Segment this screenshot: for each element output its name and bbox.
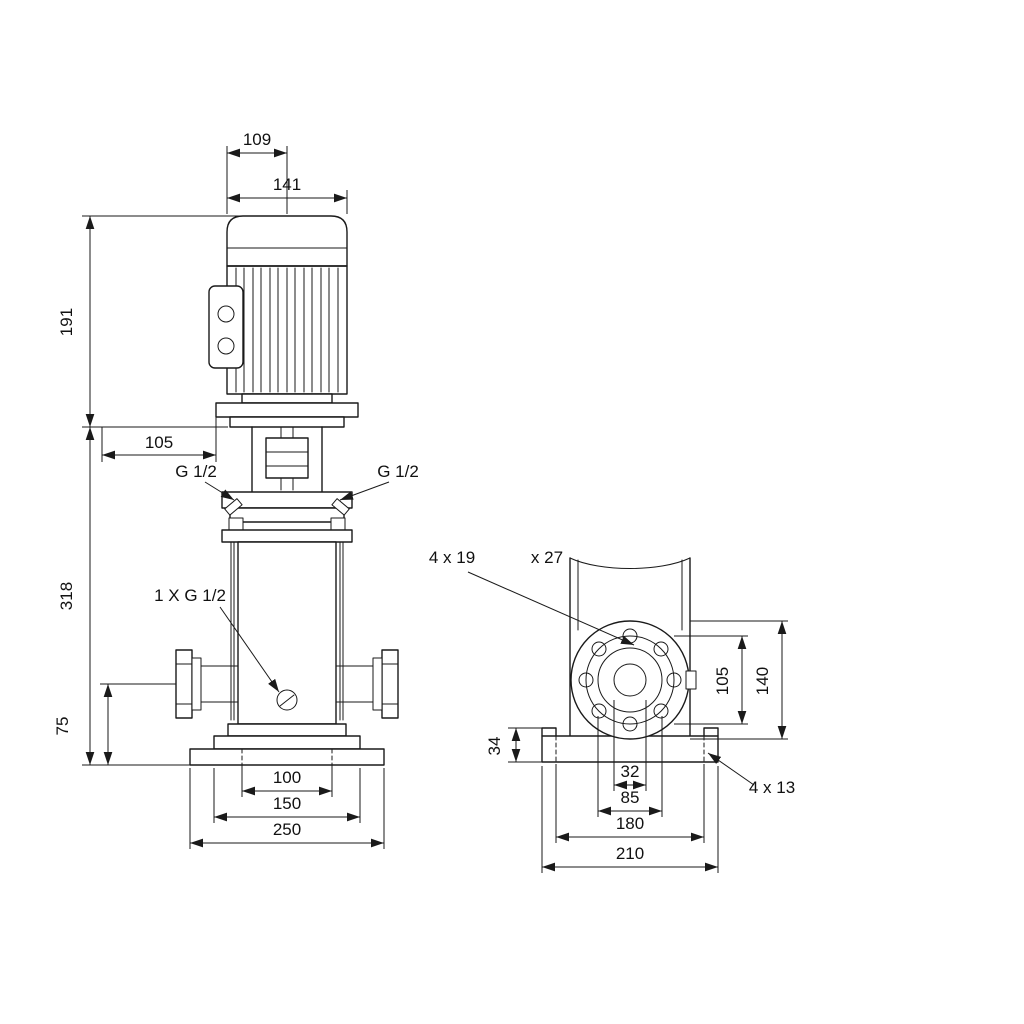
base-side: [541, 727, 719, 763]
leader-plug-left: [204, 481, 235, 501]
leader-base-holes: [707, 752, 755, 786]
base-hole-hidden-lines: [241, 748, 333, 766]
dim-motor-height: 191: [57, 308, 76, 336]
front-view: [175, 215, 399, 766]
dim-motor-width: 141: [273, 175, 301, 194]
drain-plug: [276, 689, 298, 711]
label-drain-plug: 1 X G 1/2: [154, 586, 226, 605]
dim-base-inner-holes: 100: [273, 768, 301, 787]
dim-base-depth: 210: [616, 844, 644, 863]
pump-base: [189, 723, 385, 766]
dim-base-height: 34: [485, 737, 504, 756]
dim-stool-offset: 105: [145, 433, 173, 452]
dim-bolt-circle: 105: [713, 667, 732, 695]
leader-flange-bolts: [467, 571, 635, 646]
dimension-labels: 109 141 191 105 318 75 100 150 250 G 1/2…: [53, 130, 795, 863]
motor-stool: [251, 426, 323, 493]
motor-fins: [235, 267, 339, 393]
motor: [208, 215, 359, 428]
dim-motor-face-to-center: 109: [243, 130, 271, 149]
dim-port-bore: 32: [621, 762, 640, 781]
dim-base-outer-width: 250: [273, 820, 301, 839]
port-flanges: [175, 649, 399, 719]
dim-flange-od: 140: [753, 667, 772, 695]
dim-flange-hub: 85: [621, 788, 640, 807]
label-plug-left: G 1/2: [175, 462, 217, 481]
port-flange-face: [570, 620, 697, 740]
dim-pump-height: 318: [57, 582, 76, 610]
dim-base-mid-width: 150: [273, 794, 301, 813]
pump-body-side: [569, 557, 691, 737]
label-flange-bolt-depth: x 27: [531, 548, 563, 567]
plug-left: [224, 498, 243, 516]
pump-head: [221, 491, 353, 523]
dim-port-center-height: 75: [53, 717, 72, 736]
plug-right: [331, 498, 350, 516]
label-plug-right: G 1/2: [377, 462, 419, 481]
label-flange-bolt-note: 4 x 19: [429, 548, 475, 567]
base-foot-hole-lines: [555, 735, 705, 763]
leader-plug-right: [339, 481, 390, 501]
dimension-lines: [82, 146, 788, 873]
side-view: [541, 557, 719, 763]
tie-rods: [230, 541, 344, 721]
flange-lug: [685, 670, 697, 690]
dim-base-hole-spacing: 180: [616, 814, 644, 833]
label-base-hole-note: 4 x 13: [749, 778, 795, 797]
leader-drain: [219, 606, 280, 693]
terminal-box: [208, 285, 244, 369]
coupling: [265, 437, 309, 479]
